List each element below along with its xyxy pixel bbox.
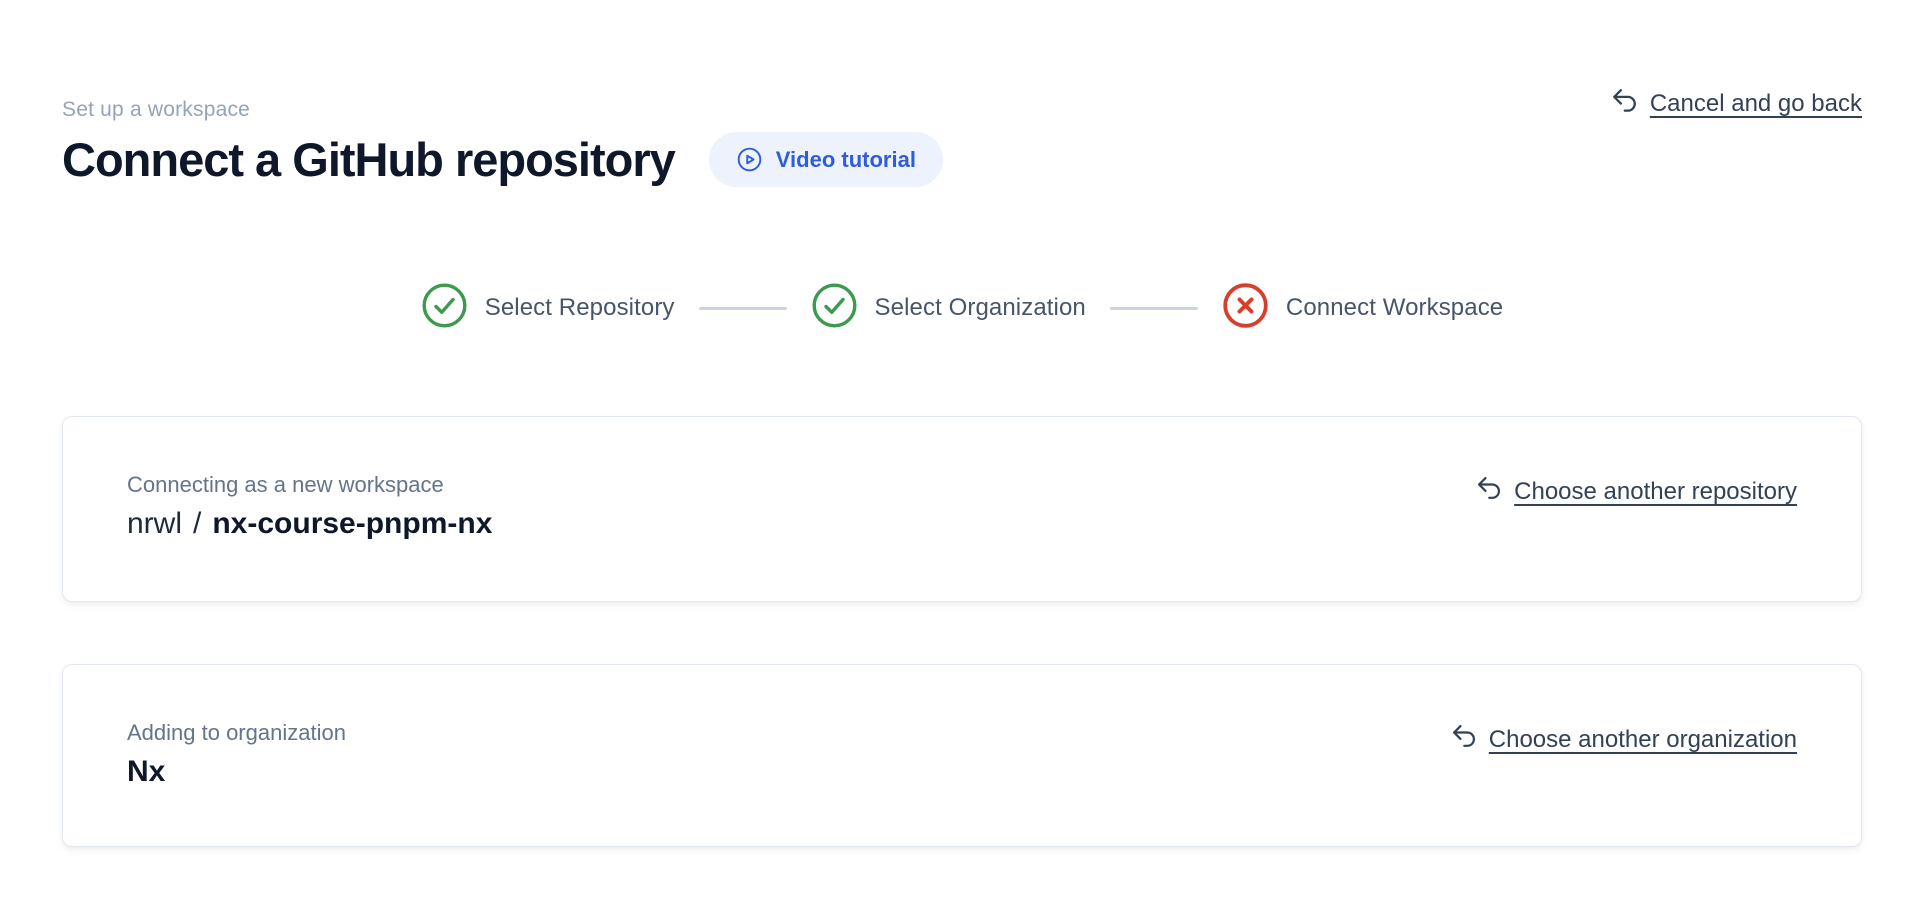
video-tutorial-button[interactable]: Video tutorial (708, 132, 943, 187)
page-title: Connect a GitHub repository (62, 133, 676, 186)
cancel-and-go-back-link[interactable]: Cancel and go back (1610, 86, 1862, 122)
choose-another-repository-link[interactable]: Choose another repository (1475, 474, 1797, 509)
eyebrow-label: Set up a workspace (62, 98, 251, 121)
organization-name-value: Nx (127, 755, 166, 788)
play-circle-icon (736, 146, 763, 173)
repository-name: nrwl / nx-course-pnpm-nx (127, 507, 492, 541)
organization-card: Adding to organization Nx Choose another… (62, 664, 1862, 847)
repository-card: Connecting as a new workspace nrwl / nx-… (62, 416, 1862, 602)
repository-owner: nrwl (127, 507, 183, 540)
choose-another-organization-label: Choose another organization (1488, 725, 1797, 753)
setup-stepper: Select Repository Select Organization Co… (62, 282, 1862, 334)
undo-arrow-icon (1450, 722, 1478, 757)
step-select-repository: Select Repository (421, 282, 675, 334)
stepper-connector (1109, 306, 1198, 310)
check-circle-icon (811, 282, 858, 334)
repository-card-label: Connecting as a new workspace (127, 472, 444, 497)
organization-name: Nx (127, 755, 346, 789)
step-label: Connect Workspace (1285, 294, 1504, 321)
video-tutorial-label: Video tutorial (775, 146, 916, 172)
step-label: Select Repository (484, 294, 675, 321)
organization-card-label: Adding to organization (127, 720, 346, 745)
check-circle-icon (421, 282, 468, 334)
undo-arrow-icon (1475, 474, 1503, 509)
step-select-organization: Select Organization (811, 282, 1086, 334)
repository-slug: nx-course-pnpm-nx (212, 507, 493, 540)
repository-card-text: Connecting as a new workspace nrwl / nx-… (127, 472, 492, 541)
title-row: Connect a GitHub repository Video tutori… (62, 132, 1862, 187)
x-circle-icon (1222, 282, 1269, 334)
organization-card-text: Adding to organization Nx (127, 720, 346, 789)
choose-another-organization-link[interactable]: Choose another organization (1450, 722, 1797, 757)
choose-another-repository-label: Choose another repository (1514, 477, 1797, 505)
step-connect-workspace: Connect Workspace (1222, 282, 1503, 334)
undo-arrow-icon (1610, 86, 1639, 122)
step-label: Select Organization (874, 294, 1086, 321)
stepper-connector (698, 306, 787, 310)
cancel-and-go-back-label: Cancel and go back (1649, 90, 1862, 117)
repository-separator: / (193, 507, 202, 540)
